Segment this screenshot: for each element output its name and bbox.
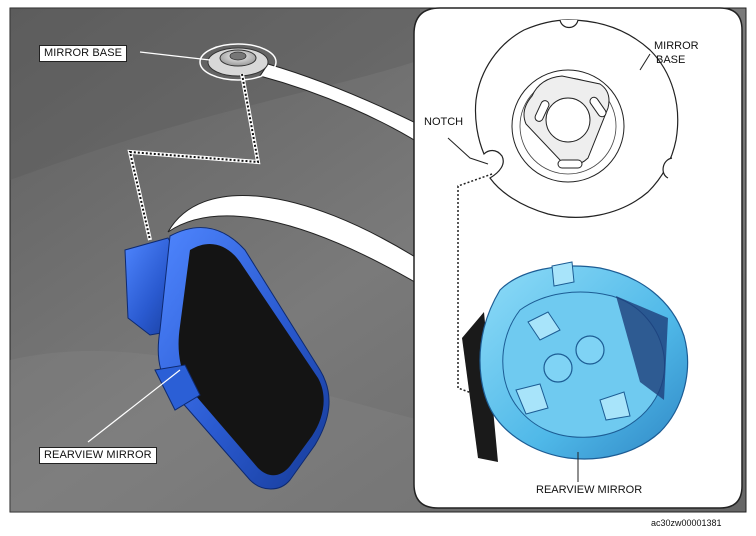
leader-notch (447, 137, 489, 165)
mirror-base-small (199, 43, 277, 81)
label-rearview-mirror-right: REARVIEW MIRROR (536, 484, 643, 496)
dotted-connector-left-dots (128, 73, 260, 241)
figure-code: ac30zw00001381 (651, 518, 722, 528)
label-rearview-mirror-left: REARVIEW MIRROR (39, 447, 157, 464)
leader-mirror-base-right (639, 53, 651, 71)
rearview-mirror-large (462, 261, 689, 462)
label-notch: NOTCH (424, 116, 464, 128)
mirror-base-large (474, 19, 679, 218)
leader-rearview-mirror-left (87, 369, 181, 443)
rearview-mirror-left (124, 227, 330, 490)
label-mirror-base-right-line2: BASE (656, 54, 686, 66)
label-mirror-base-right-line1: MIRROR (654, 40, 699, 52)
dotted-connector-right (457, 173, 497, 403)
label-mirror-base-left: MIRROR BASE (39, 45, 128, 62)
leader-mirror-base-left (139, 51, 211, 61)
